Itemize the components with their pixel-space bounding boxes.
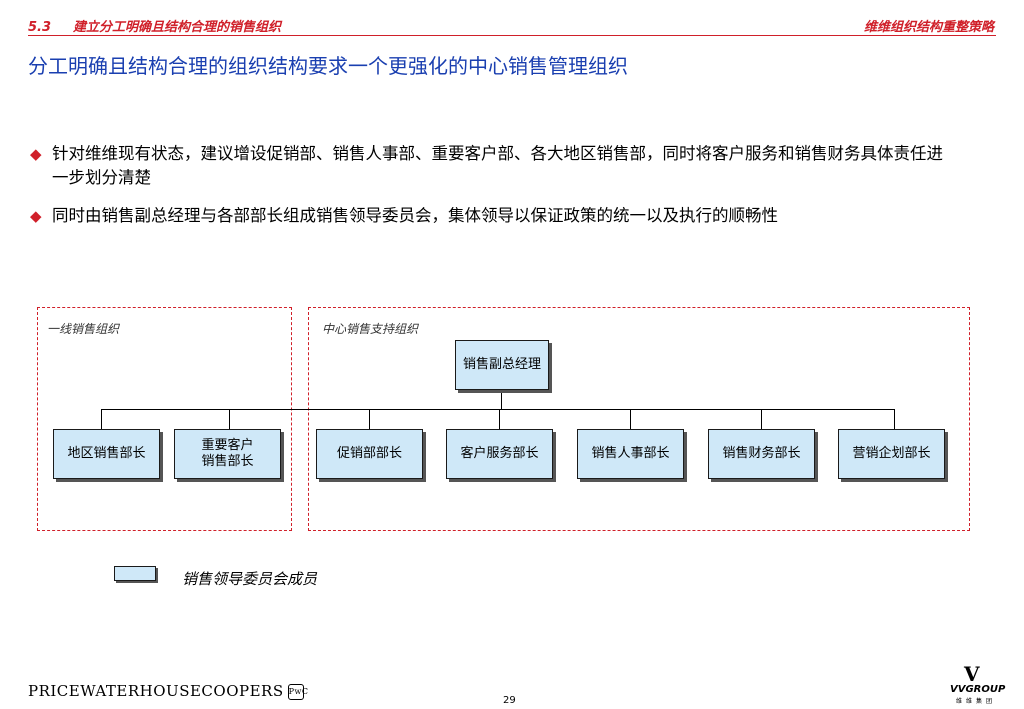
horizontal-connector: [101, 409, 895, 410]
diamond-bullet-icon: ◆: [30, 207, 42, 225]
diamond-bullet-icon: ◆: [30, 145, 42, 163]
section-number: 5.3: [28, 20, 52, 35]
org-node-label: 销售人事部长: [591, 446, 670, 461]
page-number: 29: [503, 695, 516, 706]
bullet-item-2: ◆ 同时由销售副总经理与各部部长组成销售领导委员会，集体领导以保证政策的统一以及…: [30, 204, 950, 228]
root-connector: [501, 390, 502, 409]
central-group-label: 中心销售支持组织: [322, 322, 419, 336]
org-node-label: 地区销售部长: [67, 446, 146, 461]
frontline-group-label: 一线销售组织: [47, 322, 120, 336]
vvgroup-logo-subtext: 维维集团: [956, 698, 997, 705]
bullet-text: 针对维维现有状态，建议增设促销部、销售人事部、重要客户部、各大地区销售部，同时将…: [52, 144, 943, 187]
child-connector: [499, 409, 500, 429]
org-node-label: 重要客户 销售部长: [201, 438, 254, 469]
pwc-mark-icon: PwC: [287, 684, 308, 700]
org-node-label: 营销企划部长: [852, 446, 931, 461]
vvgroup-logo-text: VVGROUP: [950, 684, 1006, 695]
child-connector: [630, 409, 631, 429]
section-title: 建立分工明确且结构合理的销售组织: [73, 20, 282, 35]
org-node-label: 销售财务部长: [722, 446, 801, 461]
vv-mark-icon: Ⅴ: [964, 662, 980, 686]
legend-label: 销售领导委员会成员: [182, 570, 318, 588]
frontline-group-box: [37, 307, 292, 531]
org-node-regional-sales: 地区销售部长: [53, 429, 160, 479]
vvgroup-logo: Ⅴ VVGROUP 维维集团: [950, 662, 1005, 705]
org-node-root: 销售副总经理: [455, 340, 549, 390]
central-group-box: [308, 307, 970, 531]
document-title: 维维组织结构重整策略: [863, 20, 994, 35]
org-node-label: 销售副总经理: [462, 357, 541, 372]
org-node-key-account-sales: 重要客户 销售部长: [174, 429, 281, 479]
bullet-item-1: ◆ 针对维维现有状态，建议增设促销部、销售人事部、重要客户部、各大地区销售部，同…: [30, 142, 950, 190]
child-connector: [229, 409, 230, 429]
bullet-text: 同时由销售副总经理与各部部长组成销售领导委员会，集体领导以保证政策的统一以及执行…: [52, 206, 778, 225]
section-heading: 5.3 建立分工明确且结构合理的销售组织: [28, 16, 281, 35]
org-node-sales-finance: 销售财务部长: [708, 429, 815, 479]
org-node-marketing-planning: 营销企划部长: [838, 429, 945, 479]
org-node-sales-hr: 销售人事部长: [577, 429, 684, 479]
org-node-customer-service: 客户服务部长: [446, 429, 553, 479]
child-connector: [369, 409, 370, 429]
org-node-promotion: 促销部部长: [316, 429, 423, 479]
child-connector: [761, 409, 762, 429]
child-connector: [894, 409, 895, 429]
org-node-label: 促销部部长: [336, 446, 402, 461]
org-node-label: 客户服务部长: [460, 446, 539, 461]
legend-swatch: [114, 566, 156, 581]
slide-title: 分工明确且结构合理的组织结构要求一个更强化的中心销售管理组织: [28, 54, 628, 78]
child-connector: [101, 409, 102, 429]
pwc-logo-text: PRICEWATERHOUSECOOPERS: [28, 682, 284, 700]
header-divider: [28, 35, 996, 36]
